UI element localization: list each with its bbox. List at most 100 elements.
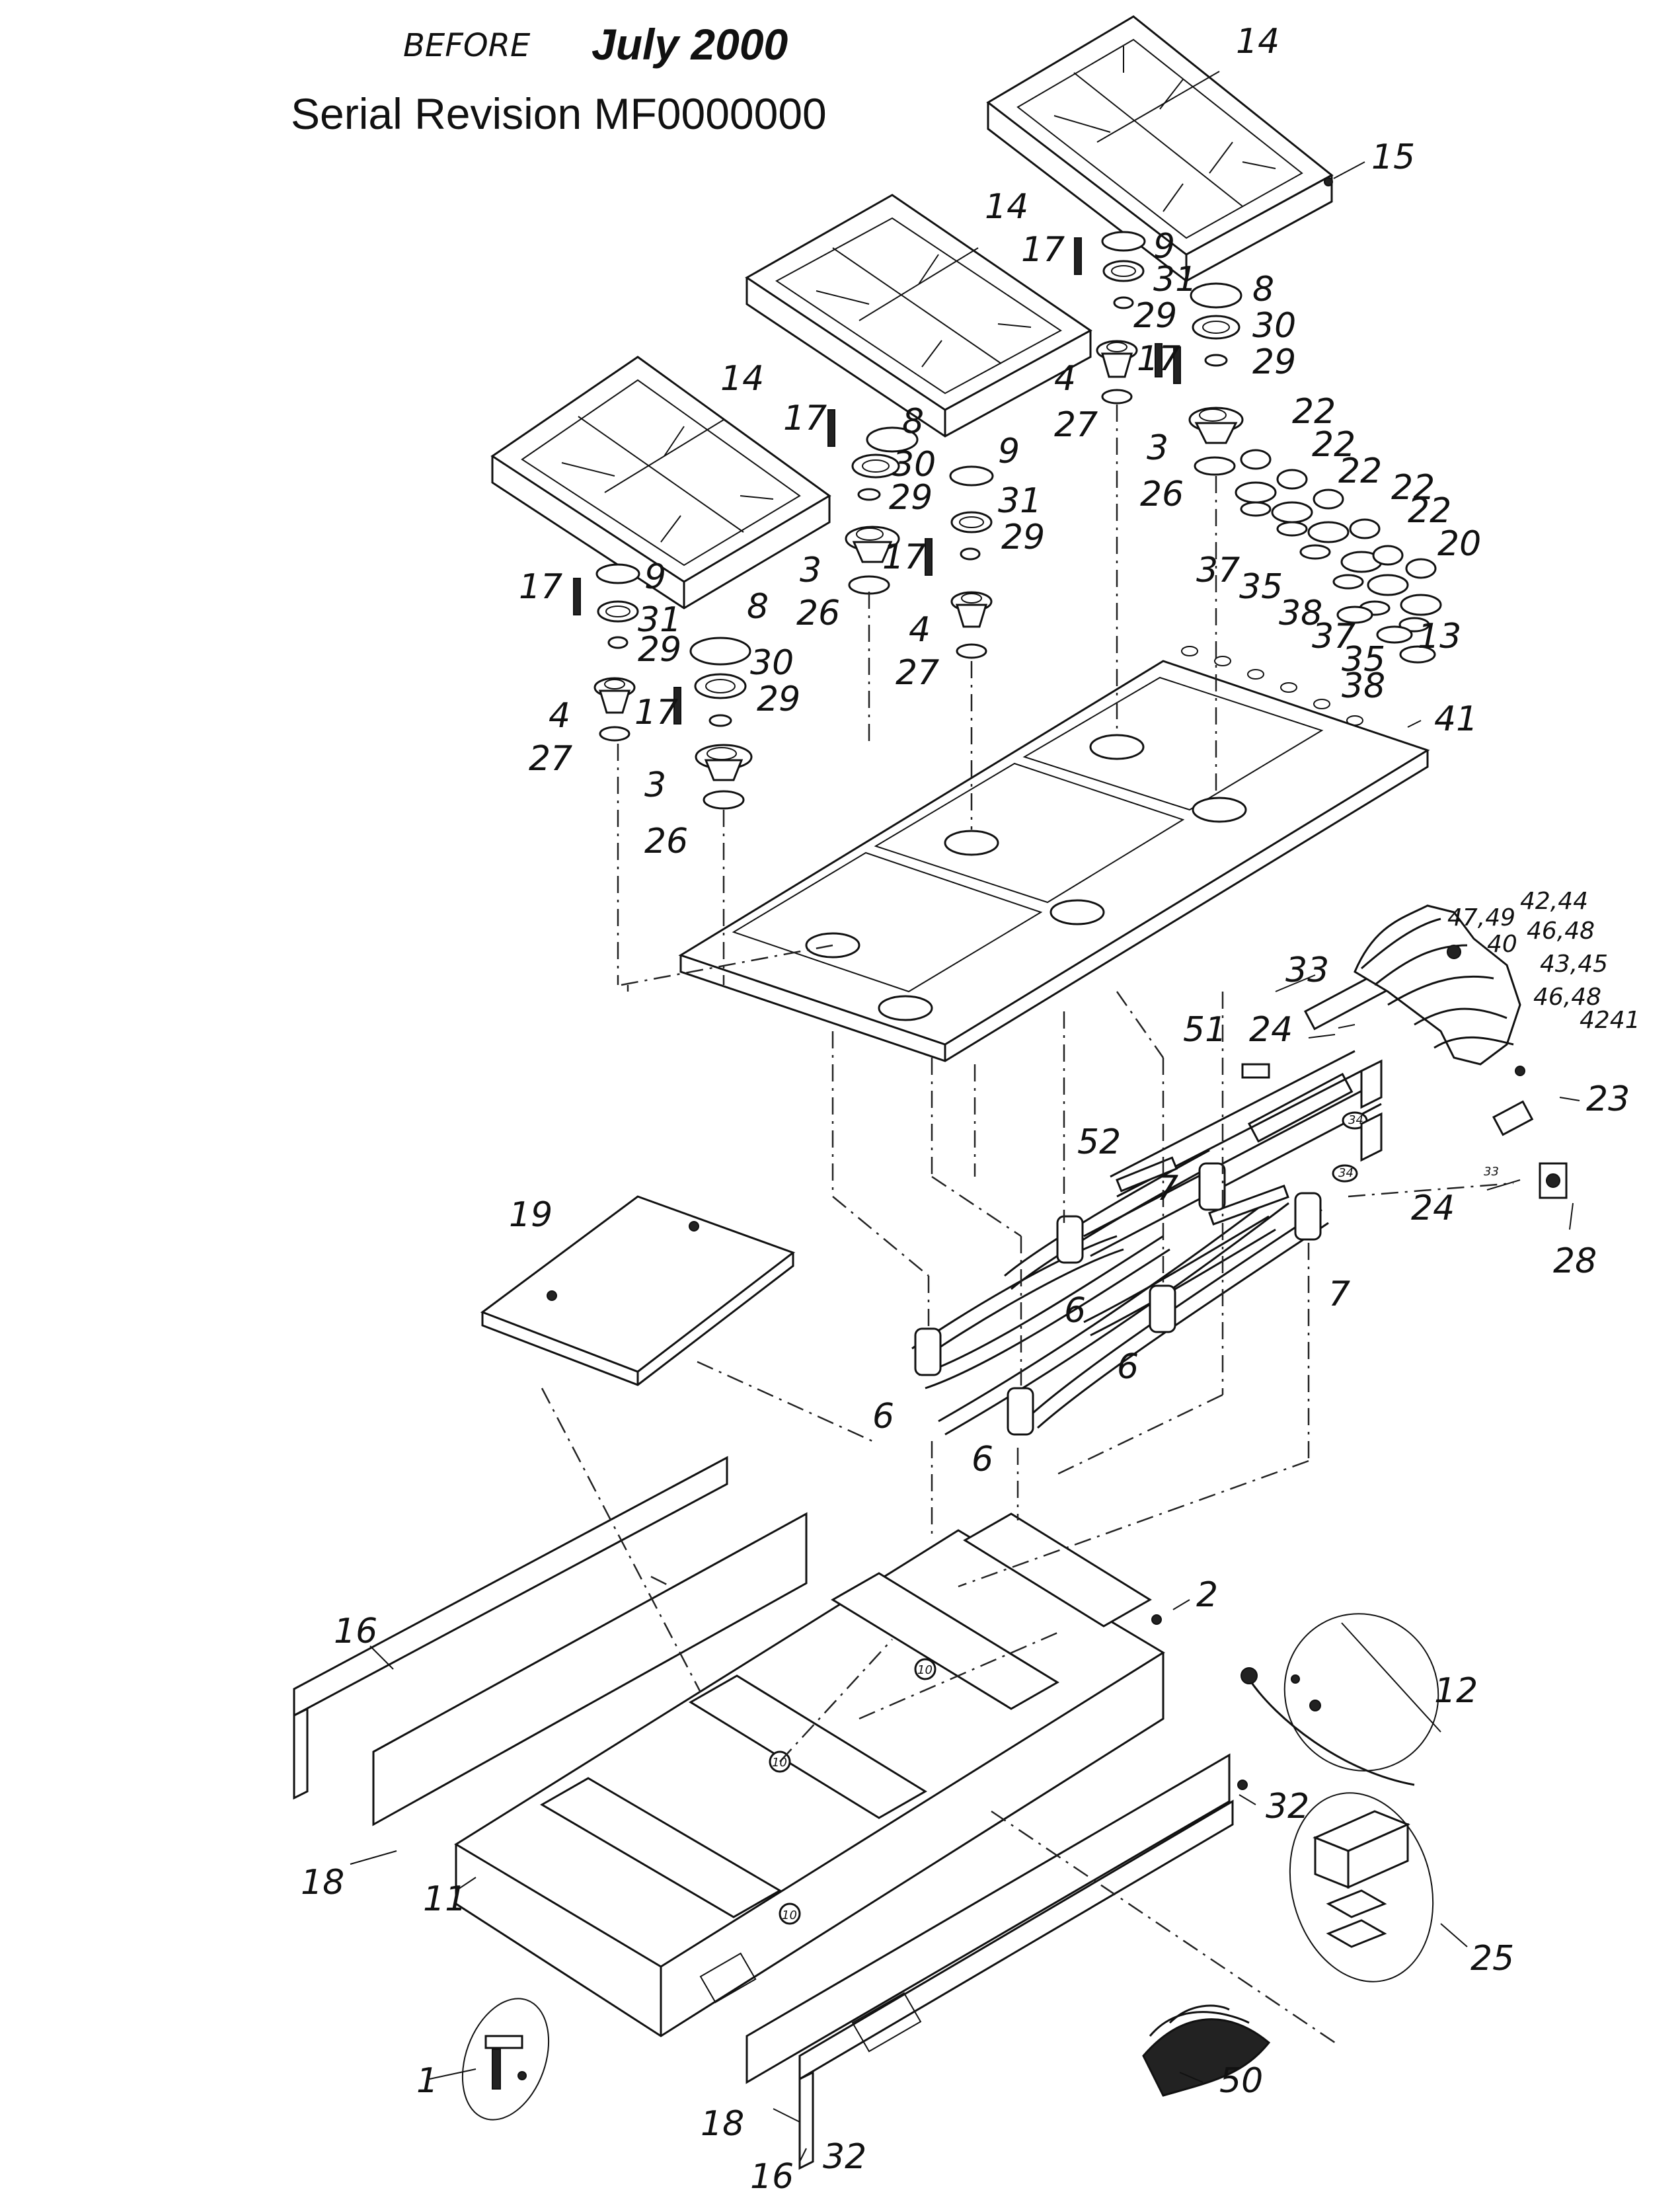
callout-29: 29 <box>1133 296 1177 336</box>
callout-4: 4 <box>909 610 931 650</box>
callout-29: 29 <box>638 630 681 670</box>
cooktop-top-panel <box>678 646 1430 1062</box>
callout-6: 6 <box>1064 1291 1086 1331</box>
leader-lines <box>350 720 1580 2162</box>
callout-14: 14 <box>1236 22 1279 61</box>
date-label: July 2000 <box>592 20 788 69</box>
callout-8: 8 <box>902 402 924 442</box>
callout-50: 50 <box>1219 2061 1263 2101</box>
grate-left <box>490 356 831 609</box>
base-frame <box>454 1512 1165 2037</box>
callout-47-49: 47,49 <box>1447 904 1515 931</box>
grate-foot-screw <box>1324 177 1333 186</box>
callout-22: 22 <box>1338 451 1382 491</box>
callout-31: 31 <box>638 600 681 640</box>
assembly-lines <box>541 405 1514 2044</box>
callout-41: 41 <box>1434 699 1478 739</box>
callout-6: 6 <box>872 1397 894 1436</box>
cover-panel <box>480 1195 796 1386</box>
callout-34: 34 <box>1348 1113 1363 1127</box>
callout-26: 26 <box>796 594 840 633</box>
diagram-header: BEFORE July 2000 Serial Revision MF00000… <box>291 20 827 138</box>
callout-22: 22 <box>1408 491 1451 531</box>
callout-26: 26 <box>1140 475 1184 514</box>
callout-10: 10 <box>772 1756 787 1770</box>
manifold-and-valves <box>911 963 1568 1436</box>
callout-35: 35 <box>1342 640 1385 680</box>
callout-52: 52 <box>1077 1122 1121 1162</box>
callout-30: 30 <box>892 445 936 485</box>
callout-6: 6 <box>1117 1347 1139 1387</box>
callout-32: 32 <box>823 2137 866 2177</box>
callout-17: 17 <box>519 567 562 607</box>
wiring-harness <box>1354 904 1521 1066</box>
inset-1 <box>461 1998 550 2121</box>
burner-stack-right <box>1074 231 1244 476</box>
callout-24: 24 <box>1249 1010 1293 1050</box>
callout-31: 31 <box>1153 260 1197 299</box>
callout-8: 8 <box>1252 270 1274 309</box>
callout-30: 30 <box>750 643 794 683</box>
wire-bundle-50 <box>1142 2004 1271 2097</box>
knobs-group <box>1235 449 1442 664</box>
callout-30: 30 <box>1252 306 1296 346</box>
callout-34: 34 <box>1338 1166 1354 1180</box>
callout-16: 16 <box>750 2157 794 2196</box>
callout-17: 17 <box>882 537 926 577</box>
callout-29: 29 <box>1252 342 1296 382</box>
callout-33: 33 <box>1285 951 1329 990</box>
callout-29: 29 <box>1001 518 1045 557</box>
callout-38: 38 <box>1279 594 1322 633</box>
callout-37: 37 <box>1312 617 1355 656</box>
callout-4: 4 <box>549 696 570 736</box>
grate-middle <box>745 194 1092 438</box>
callout-6: 6 <box>972 1440 993 1479</box>
callout-12: 12 <box>1434 1671 1478 1711</box>
callout-27: 27 <box>1054 405 1098 445</box>
callout-3: 3 <box>644 765 666 805</box>
callout-23: 23 <box>1586 1079 1630 1119</box>
callout-9: 9 <box>1153 227 1175 266</box>
callout-35: 35 <box>1239 567 1283 607</box>
callout-22: 22 <box>1312 425 1355 465</box>
callout-28: 28 <box>1553 1241 1597 1281</box>
callout-15: 15 <box>1371 137 1415 177</box>
callout-19: 19 <box>509 1195 553 1235</box>
callout-9: 9 <box>998 432 1020 471</box>
callout-43-45: 43,45 <box>1540 951 1608 978</box>
callout-3: 3 <box>1147 428 1168 468</box>
before-label: BEFORE <box>403 27 531 64</box>
callout-33: 33 <box>1484 1165 1499 1179</box>
callout-18: 18 <box>301 1863 344 1902</box>
callout-8: 8 <box>747 587 769 627</box>
callout-51: 51 <box>1183 1010 1227 1050</box>
inset-25 <box>1289 1792 1434 1982</box>
callout-46-48: 46,48 <box>1527 918 1595 945</box>
inset-12 <box>1241 1613 1439 1786</box>
callout-42-44: 42,44 <box>1520 888 1588 915</box>
callout-22: 22 <box>1292 392 1336 432</box>
callout-4: 4 <box>1054 359 1076 399</box>
callout-13: 13 <box>1418 617 1461 656</box>
callout-9: 9 <box>644 557 666 597</box>
callout-20: 20 <box>1437 524 1481 564</box>
callout-14: 14 <box>985 187 1028 227</box>
callout-17: 17 <box>783 399 827 438</box>
callout-7: 7 <box>1328 1274 1350 1314</box>
callout-17: 17 <box>1137 339 1180 379</box>
callout-37: 37 <box>1196 551 1240 590</box>
callout-29: 29 <box>889 478 933 518</box>
burner-stack-middle <box>827 409 994 659</box>
callout-3: 3 <box>800 551 821 590</box>
callout-40: 40 <box>1487 931 1517 958</box>
callout-25: 25 <box>1470 1939 1514 1979</box>
grate-top-right <box>986 15 1334 282</box>
callout-10: 10 <box>917 1663 933 1677</box>
callout-32: 32 <box>1266 1787 1309 1826</box>
callout-14: 14 <box>720 359 764 399</box>
callout-24: 24 <box>1411 1189 1455 1228</box>
callout-2: 2 <box>1196 1575 1218 1615</box>
burner-stack-left <box>573 563 753 810</box>
callout-27: 27 <box>529 739 572 779</box>
